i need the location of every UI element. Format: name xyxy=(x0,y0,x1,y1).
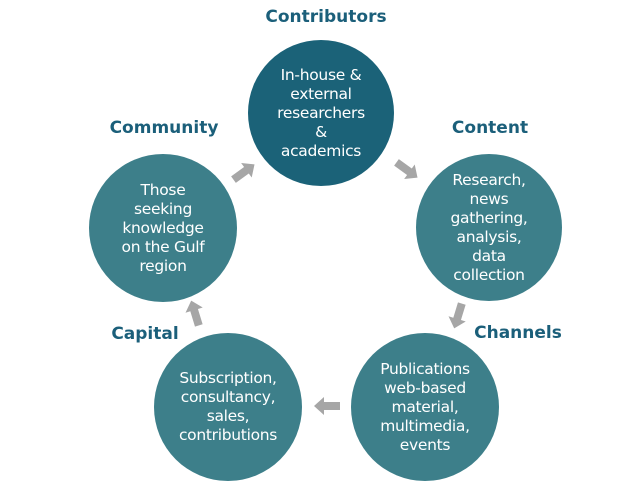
arrow-content-to-channels xyxy=(448,302,466,329)
arrow-channels-to-capital xyxy=(314,397,340,415)
node-capital: Subscription, consultancy, sales, contri… xyxy=(154,333,302,481)
node-community-text: Those seeking knowledge on the Gulf regi… xyxy=(121,180,205,275)
arrow-icon xyxy=(185,300,203,327)
label-channels: Channels xyxy=(474,323,562,343)
arrow-icon xyxy=(394,159,418,180)
arrow-icon xyxy=(231,162,255,183)
node-channels: Publications web-based material, multime… xyxy=(351,333,499,481)
node-community: Those seeking knowledge on the Gulf regi… xyxy=(89,154,237,302)
node-capital-text: Subscription, consultancy, sales, contri… xyxy=(178,369,278,444)
node-channels-text: Publications web-based material, multime… xyxy=(380,359,470,454)
label-contributors: Contributors xyxy=(265,7,387,27)
arrow-community-to-contributors xyxy=(231,162,255,183)
arrow-contributors-to-content xyxy=(394,159,418,180)
label-capital: Capital xyxy=(111,324,179,344)
arrow-icon xyxy=(314,397,340,415)
arrow-icon xyxy=(448,302,466,329)
node-contributors-text: In-house & external researchers & academ… xyxy=(277,65,365,160)
label-community: Community xyxy=(109,118,219,138)
node-contributors: In-house & external researchers & academ… xyxy=(248,40,394,186)
label-content: Content xyxy=(451,118,529,138)
arrow-capital-to-community xyxy=(185,300,203,327)
node-content: Research, news gathering, analysis, data… xyxy=(416,154,562,301)
node-content-text: Research, news gathering, analysis, data… xyxy=(450,170,528,284)
